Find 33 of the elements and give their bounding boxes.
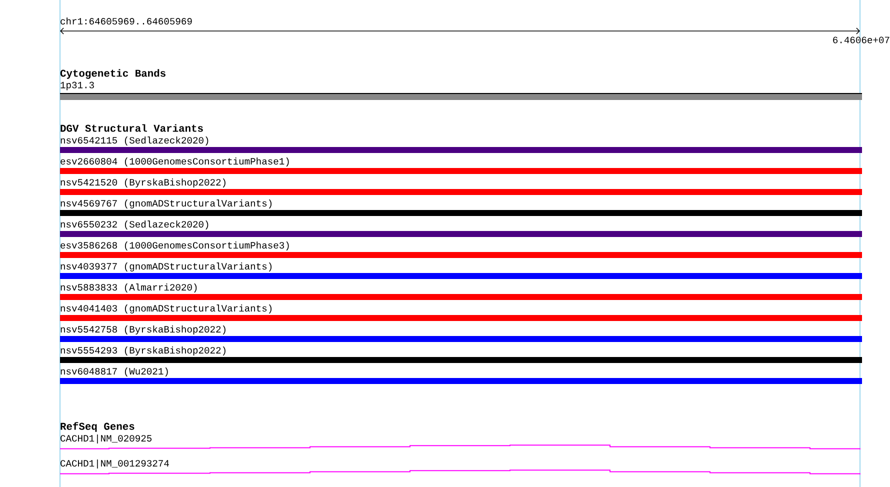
track-heading: Cytogenetic Bands	[60, 69, 166, 79]
node-label: nsv5542758 (ByrskaBishop2022)	[60, 326, 226, 334]
variant-track: nsv4041403 (gnomADStructuralVariants)	[60, 304, 862, 321]
node-label: nsv4039377 (gnomADStructuralVariants)	[60, 262, 272, 272]
variant-track: nsv5421520 (ByrskaBishop2022)	[60, 178, 862, 195]
variant-track: nsv4569767 (gnomADStructuralVariants)	[60, 200, 862, 216]
node-label: nsv6542115 (Sedlazeck2020)	[60, 136, 208, 146]
scale-label: 6.4606e+07	[833, 36, 890, 44]
scale-label: chr1:64605969..64605969	[60, 17, 192, 25]
track-heading: DGV Structural Variants	[60, 124, 203, 132]
variant-track: nsv6550232 (Sedlazeck2020)	[60, 220, 862, 237]
variant-track: nsv5554293 (ByrskaBishop2022)	[60, 346, 862, 363]
variant-track: nsv5542758 (ByrskaBishop2022)	[60, 326, 862, 342]
node-label: nsv6048817 (Wu2021)	[60, 368, 168, 376]
node-label: nsv4569767 (gnomADStructuralVariants)	[60, 200, 272, 208]
gene-track: CACHD1|NM_020925	[60, 434, 861, 450]
node-label: nsv6550232 (Sedlazeck2020)	[60, 220, 208, 230]
node-label: esv3586268 (1000GenomesConsortiumPhase3)	[60, 242, 289, 250]
node-label: 1p31.3	[60, 82, 94, 90]
node-label: esv2660804 (1000GenomesConsortiumPhase1)	[60, 158, 289, 166]
track-heading: RefSeq Genes	[60, 422, 134, 432]
variant-track: nsv6542115 (Sedlazeck2020)	[60, 136, 862, 153]
gene-track: CACHD1|NM_001293274	[60, 460, 861, 475]
node-label: nsv4041403 (gnomADStructuralVariants)	[60, 304, 272, 314]
variant-track: nsv5883833 (Almarri2020)	[60, 284, 862, 300]
variant-track: esv2660804 (1000GenomesConsortiumPhase1)	[60, 158, 862, 174]
cytoband-track: 1p31.3	[60, 82, 863, 100]
variant-track: nsv4039377 (gnomADStructuralVariants)	[60, 262, 862, 279]
node-label: nsv5421520 (ByrskaBishop2022)	[60, 178, 226, 188]
node-label: nsv5883833 (Almarri2020)	[60, 284, 197, 292]
node-label: nsv5554293 (ByrskaBishop2022)	[60, 346, 226, 356]
variant-track: nsv6048817 (Wu2021)	[60, 368, 862, 384]
variant-track: esv3586268 (1000GenomesConsortiumPhase3)	[60, 242, 862, 258]
